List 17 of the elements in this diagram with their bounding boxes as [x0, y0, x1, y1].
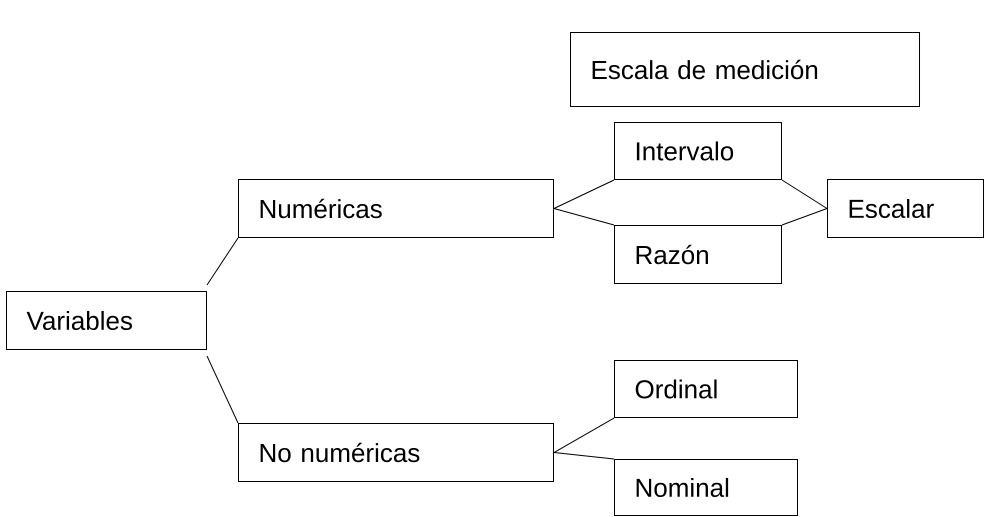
category-box: Razón [614, 225, 782, 284]
category-box: Nominal [614, 459, 798, 516]
connector-line [554, 180, 614, 209]
category-box: Variables [6, 291, 207, 350]
connector-line [554, 418, 614, 453]
connector-line [782, 208, 828, 226]
category-box: Intervalo [614, 122, 782, 180]
category-box: Escalar [827, 179, 984, 238]
connector-line [554, 208, 614, 226]
category-box: Ordinal [614, 360, 798, 418]
connector-line [206, 238, 238, 286]
connector-line [206, 356, 238, 424]
connector-line [782, 180, 828, 209]
connector-line [554, 452, 614, 460]
category-box: Numéricas [238, 179, 554, 238]
label-box: Escala de medición [570, 32, 920, 107]
category-box: No numéricas [238, 423, 554, 482]
